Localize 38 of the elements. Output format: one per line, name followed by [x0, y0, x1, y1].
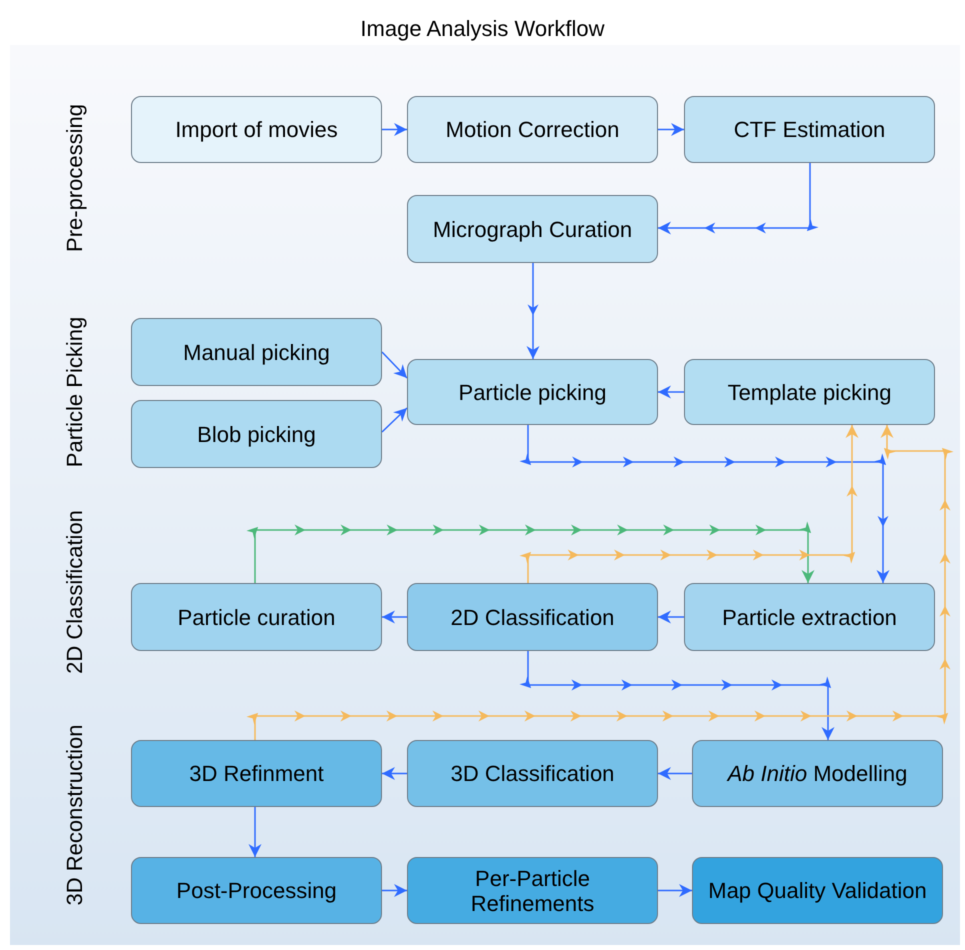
process-box: Micrograph Curation — [407, 195, 658, 263]
process-box: Particle picking — [407, 359, 658, 425]
process-box: Blob picking — [131, 400, 382, 468]
arrow — [658, 123, 684, 136]
arrow — [520, 651, 834, 740]
process-box: Ab Initio Modelling — [692, 740, 943, 807]
process-box: Motion Correction — [407, 96, 658, 163]
process-box: Post-Processing — [131, 857, 382, 924]
process-box: 2D Classification — [407, 583, 658, 651]
process-box: Per-Particle Refinements — [407, 857, 658, 924]
process-box: 3D Refinment — [131, 740, 382, 807]
arrow — [382, 123, 407, 136]
arrow — [658, 163, 818, 234]
process-box: Map Quality Validation — [692, 857, 943, 924]
lane-label: 2D Classification — [62, 509, 88, 676]
process-box: CTF Estimation — [684, 96, 935, 163]
arrow — [382, 767, 407, 780]
diagram-title: Image Analysis Workflow — [359, 15, 606, 43]
arrow — [248, 807, 262, 857]
arrow — [382, 610, 407, 624]
lane-label: Pre-processing — [62, 103, 88, 254]
process-box: Template picking — [684, 359, 935, 425]
arrow — [381, 351, 408, 379]
arrow — [658, 767, 692, 780]
process-box: Particle extraction — [684, 583, 935, 651]
arrow — [658, 386, 684, 398]
process-box: Manual picking — [131, 318, 382, 386]
arrow — [658, 884, 692, 897]
arrow — [526, 263, 540, 359]
arrow — [246, 522, 814, 583]
arrow — [246, 425, 954, 740]
arrow — [658, 610, 684, 624]
process-box: Particle curation — [131, 583, 382, 651]
arrow — [382, 884, 407, 897]
process-box: Import of movies — [131, 96, 382, 163]
arrow — [381, 407, 408, 433]
lane-label: 3D Reconstruction — [62, 724, 88, 908]
process-box: 3D Classification — [407, 740, 658, 807]
